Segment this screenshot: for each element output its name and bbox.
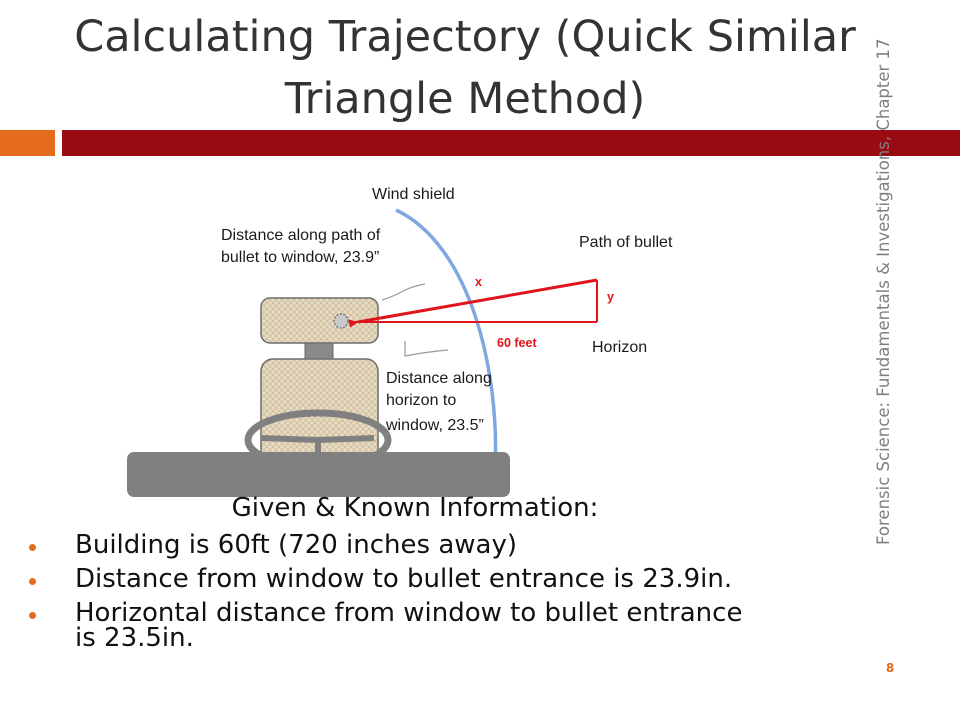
info-heading: Given & Known Information: <box>231 493 599 523</box>
bullet-dot <box>29 544 36 551</box>
bullet-text: Building is 60ft (720 inches away) <box>75 530 517 560</box>
path-of-bullet-label: Path of bullet <box>579 234 673 251</box>
list-item: Distance from window to bullet entrance … <box>25 564 765 594</box>
wind-shield-label: Wind shield <box>372 186 455 203</box>
brace-path-distance <box>381 283 426 301</box>
title-accent-bar <box>0 130 55 156</box>
distance-horizon-label-line2: horizon to <box>386 392 457 409</box>
car-dashboard <box>127 452 510 497</box>
bullet-dot <box>29 578 36 585</box>
x-label: x <box>475 275 482 289</box>
brace-horizon-distance <box>404 341 449 357</box>
title-divider-bar <box>62 130 960 156</box>
distance-horizon-label-line1: Distance along <box>386 370 492 387</box>
horizon-label: Horizon <box>592 339 648 356</box>
list-item: Building is 60ft (720 inches away) <box>25 530 765 560</box>
sixty-feet-label: 60 feet <box>497 336 537 350</box>
windshield-line <box>395 208 498 471</box>
slide-title: Calculating Trajectory (Quick Similar Tr… <box>74 12 856 124</box>
headrest-post <box>304 342 334 360</box>
distance-horizon-label-line3: window, 23.5” <box>386 417 484 434</box>
bullet-text: Distance from window to bullet entrance … <box>75 564 733 594</box>
distance-path-label-line2: bullet to window, 23.9” <box>221 249 380 266</box>
info-bullet-list: Building is 60ft (720 inches away) Dista… <box>25 530 765 660</box>
bullet-hole <box>333 313 349 329</box>
list-item: Horizontal distance from window to bulle… <box>25 598 765 653</box>
bullet-dot <box>29 612 36 619</box>
distance-path-label-line1: Distance along path of <box>221 227 381 244</box>
bullet-path-line <box>348 278 598 328</box>
page-number: 8 <box>885 661 895 675</box>
steering-wheel <box>244 409 392 471</box>
y-label: y <box>607 290 614 304</box>
bullet-text: Horizontal distance from window to bulle… <box>75 598 743 653</box>
